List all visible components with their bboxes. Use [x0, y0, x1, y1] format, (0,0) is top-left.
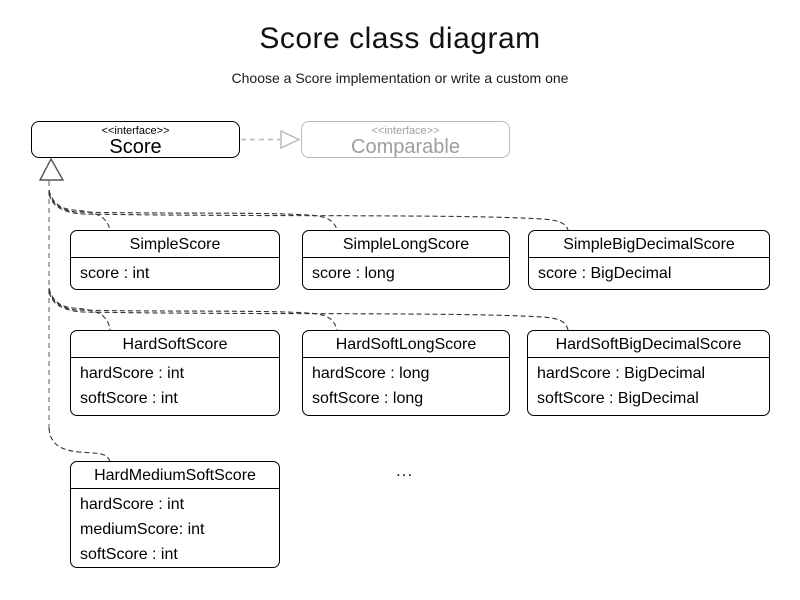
realization-line-hardsoftscore	[48, 287, 111, 331]
class-title: SimpleScore	[71, 231, 279, 258]
stereotype-label: <<interface>>	[371, 125, 440, 137]
implements-arrowhead-icon	[280, 129, 301, 150]
class-attribute: softScore : BigDecimal	[537, 390, 699, 407]
class-attribute: mediumScore: int	[80, 521, 205, 538]
realization-arrowhead-icon	[38, 157, 65, 181]
class-box-simplebigdecimalscore: SimpleBigDecimalScore score : BigDecimal	[528, 230, 770, 290]
class-box-simplescore: SimpleScore score : int	[70, 230, 280, 290]
class-box-hardsoftlongscore: HardSoftLongScore hardScore : long softS…	[302, 330, 510, 416]
class-box-hardsoftbigdecimalscore: HardSoftBigDecimalScore hardScore : BigD…	[527, 330, 770, 416]
class-attribute: score : long	[312, 265, 395, 282]
class-title: HardMediumSoftScore	[71, 462, 279, 489]
class-attribute: hardScore : int	[80, 365, 185, 382]
interface-name-comparable: Comparable	[351, 136, 460, 158]
class-attribute: hardScore : int	[80, 496, 185, 513]
more-implementations-ellipsis: ...	[396, 461, 414, 480]
class-title: HardSoftLongScore	[303, 331, 509, 358]
class-attribute: hardScore : long	[312, 365, 430, 382]
class-title: HardSoftBigDecimalScore	[528, 331, 769, 358]
interface-box-score: <<interface>> Score	[31, 121, 240, 158]
page-subtitle: Choose a Score implementation or write a…	[231, 70, 569, 86]
realization-line-hardsoftlongscore	[48, 289, 338, 331]
realization-line-hardsoftbigdecimalscore	[48, 291, 569, 331]
class-title: SimpleLongScore	[303, 231, 509, 258]
class-box-hardsoftscore: HardSoftScore hardScore : int softScore …	[70, 330, 280, 416]
realization-line-simplelongscore	[48, 191, 338, 231]
class-title: HardSoftScore	[71, 331, 279, 358]
class-attribute: score : int	[80, 265, 150, 282]
class-attribute: softScore : long	[312, 390, 424, 407]
class-box-hardmediumsoftscore: HardMediumSoftScore hardScore : int medi…	[70, 461, 280, 568]
realization-line-hardmediumsoftscore	[48, 427, 111, 462]
realization-line-simplebigdecimalscore	[48, 193, 569, 231]
class-attribute: score : BigDecimal	[538, 265, 672, 282]
class-box-simplelongscore: SimpleLongScore score : long	[302, 230, 510, 290]
interface-name-score: Score	[109, 136, 162, 158]
stereotype-label: <<interface>>	[101, 125, 170, 137]
class-title: SimpleBigDecimalScore	[529, 231, 769, 258]
interface-box-comparable: <<interface>> Comparable	[301, 121, 510, 158]
class-attribute: softScore : int	[80, 546, 178, 563]
page-title: Score class diagram	[259, 22, 541, 55]
realization-line-simplescore	[48, 189, 111, 231]
class-attribute: softScore : int	[80, 390, 178, 407]
class-attribute: hardScore : BigDecimal	[537, 365, 706, 382]
